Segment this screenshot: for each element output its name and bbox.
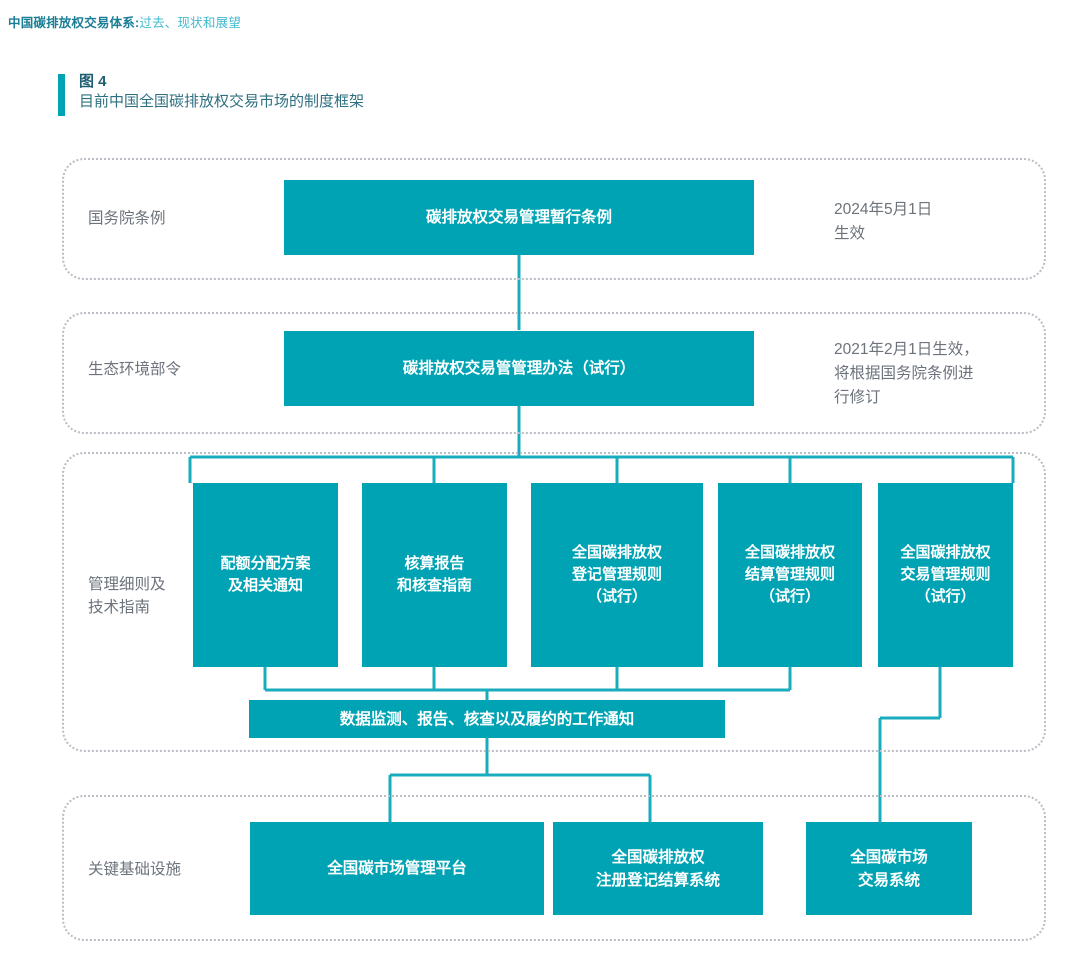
node-measure[interactable]: 碳排放权交易管管理办法（试行）	[284, 331, 754, 406]
caption-accent-bar	[58, 74, 65, 116]
node-rule-trading[interactable]: 全国碳排放权 交易管理规则 （试行）	[878, 483, 1013, 667]
band-label-mee-order: 生态环境部令	[88, 361, 182, 378]
band-label-rules-guidance: 管理细则及 技术指南	[88, 576, 166, 616]
running-header-bold: 中国碳排放权交易体系:	[8, 16, 140, 30]
node-infra-registry-system[interactable]: 全国碳排放权 注册登记结算系统	[553, 822, 763, 915]
node-rule-mrv-guide[interactable]: 核算报告 和核查指南	[362, 483, 507, 667]
band-state-council	[62, 158, 1046, 280]
node-infra-trading-system[interactable]: 全国碳市场 交易系统	[806, 822, 972, 915]
node-rule-settlement[interactable]: 全国碳排放权 结算管理规则 （试行）	[718, 483, 862, 667]
node-infra-management-platform[interactable]: 全国碳市场管理平台	[250, 822, 544, 915]
figure-subtitle: 目前中国全国碳排放权交易市场的制度框架	[79, 93, 365, 110]
figure-number: 图 4	[79, 73, 107, 90]
node-work-notice[interactable]: 数据监测、报告、核查以及履约的工作通知	[249, 700, 725, 738]
figure-caption: 图 4 目前中国全国碳排放权交易市场的制度框架	[58, 72, 365, 116]
running-header: 中国碳排放权交易体系:过去、现状和展望	[8, 12, 241, 31]
band-infrastructure	[62, 795, 1046, 941]
node-rule-allocation[interactable]: 配额分配方案 及相关通知	[193, 483, 338, 667]
running-header-rest: 过去、现状和展望	[139, 16, 241, 30]
node-rule-registry[interactable]: 全国碳排放权 登记管理规则 （试行）	[531, 483, 703, 667]
node-regulation[interactable]: 碳排放权交易管理暂行条例	[284, 180, 754, 255]
note-measure: 2021年2月1日生效， 将根据国务院条例进 行修订	[834, 341, 979, 406]
note-regulation: 2024年5月1日 生效	[834, 201, 933, 242]
band-mee-order	[62, 312, 1046, 434]
band-label-infrastructure: 关键基础设施	[88, 861, 182, 878]
band-rules-guidance	[62, 452, 1046, 752]
band-label-state-council: 国务院条例	[88, 210, 166, 227]
